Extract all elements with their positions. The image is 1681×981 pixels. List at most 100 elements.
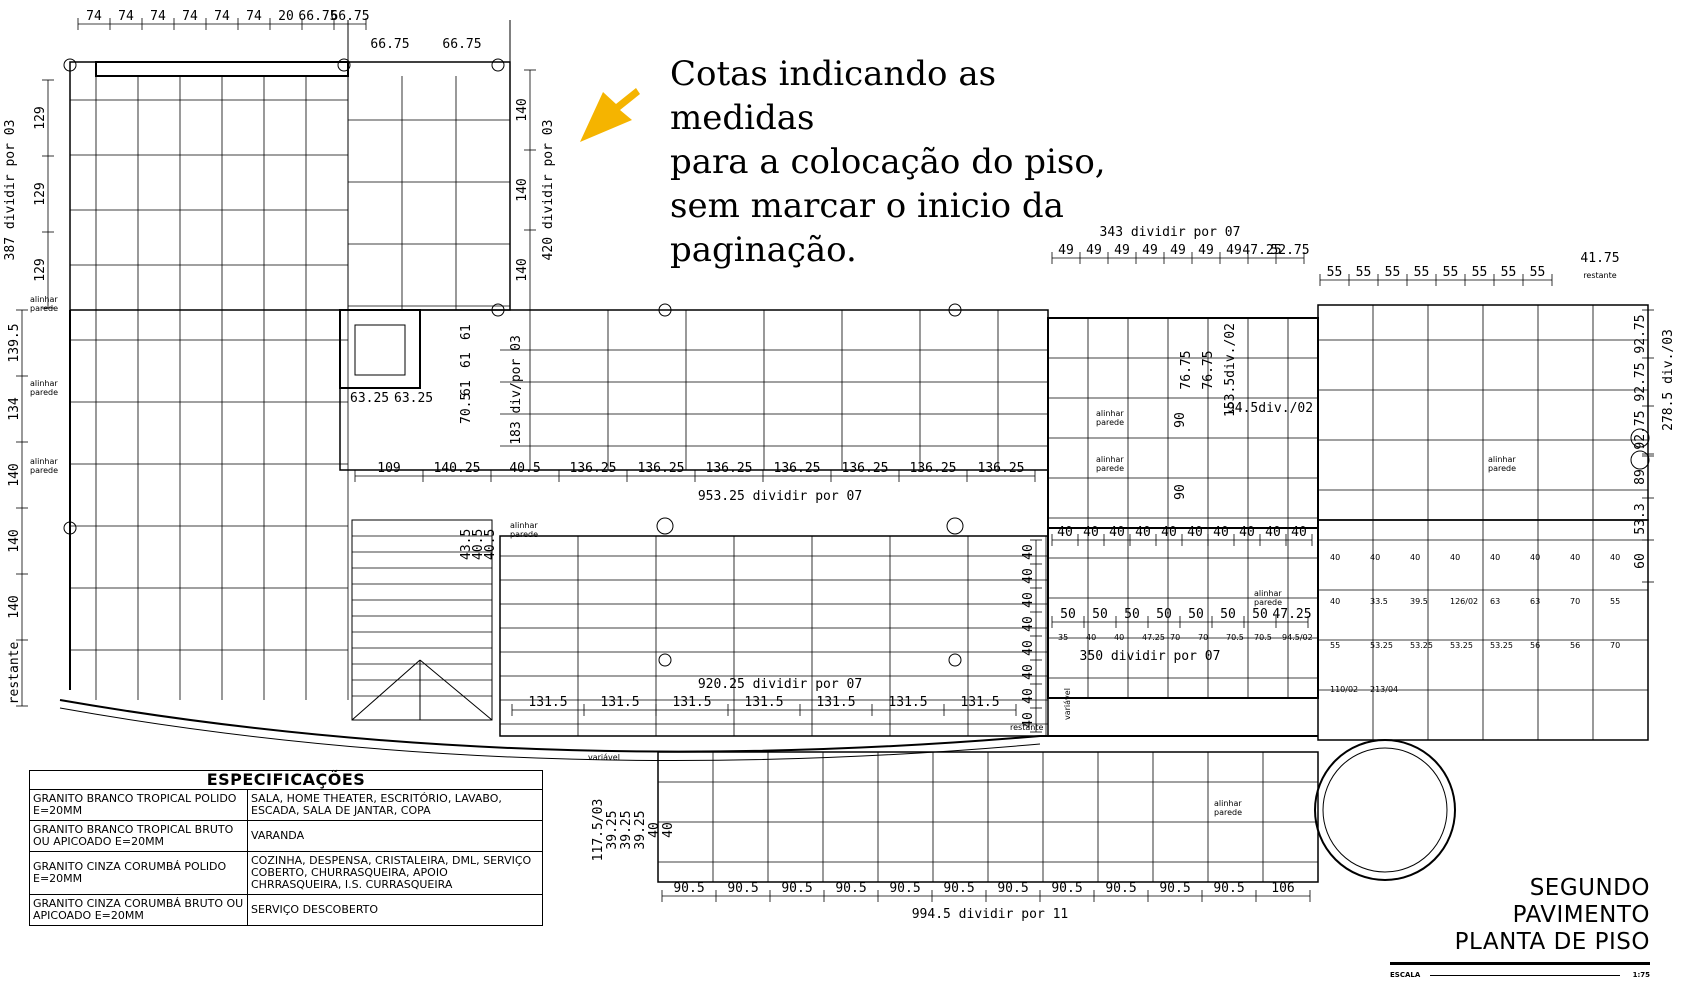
kitchen-top-dimension: 52.75 [1270,243,1309,258]
veranda-col-dimension: 40 [1021,664,1036,680]
veranda-col-dimension: 40 [1021,616,1036,632]
hall-small-dimension: 183 div/por 03 [509,335,524,445]
kitchen-extra: 70 [1170,633,1180,642]
kitchen-extra: 70.5 [1226,633,1244,642]
service-dimension: 126/02 [1450,597,1478,606]
specifications-table: ESPECIFICAÇÕES GRANITO BRANCO TROPICAL P… [29,770,543,926]
annotation-line: para a colocação do piso, [670,142,1106,182]
kitchen-row50: 50 [1252,607,1268,622]
bottom-dimension: 90.5 [1105,881,1136,896]
scale-label: ESCALA [1390,971,1421,979]
table-row: GRANITO BRANCO TROPICAL POLIDO E=20mm SA… [29,789,543,821]
scale-value: 1:75 [1632,971,1650,979]
bottom-dimension: 90.5 [997,881,1028,896]
wall-note-parede: parede [1488,464,1516,473]
right-top-dimension: 55 [1443,265,1459,280]
veranda-dimension: 131.5 [744,695,783,710]
hall-small-dimension: 63.25 [350,391,389,406]
left-dimension: 139.5 [7,323,22,362]
kitchen-top-dimension: 49 [1170,243,1186,258]
left-dimension: 129 [33,182,48,205]
hall-small-dimension: 61 [459,324,474,340]
kitchen-dimension: 90 [1173,484,1188,500]
service-dimension: 55 [1610,597,1620,606]
hall-dimension: 40.5 [509,461,540,476]
service-dimension: 33.5 [1370,597,1388,606]
service-dimension: 40 [1330,597,1340,606]
hall-dimension: 136.25 [706,461,753,476]
top-dimension: 74 [182,9,198,24]
top-dimension: 20 [278,9,294,24]
drawing-subtitle: PLANTA DE PISO [1454,929,1650,955]
kitchen-row40: 40 [1187,525,1203,540]
hall-dimension: 136.25 [978,461,1025,476]
stair-dimension: 40.5 [471,529,486,560]
left-dimension-total: 387 dividir por 03 [3,120,18,261]
service-dimension: 110/02 [1330,685,1358,694]
kitchen-top-dimension: 49 [1142,243,1158,258]
service-dimension: 56 [1530,641,1540,650]
top-dimension: 66.75 [442,37,481,52]
veranda-col-dimension: 40 [1021,568,1036,584]
right-top-dimension: 55 [1501,265,1517,280]
service-dimension: 40 [1410,553,1420,562]
service-dimension: 213/04 [1370,685,1398,694]
left-dimension: 134 [7,397,22,421]
upper-right-dimension: 140 [515,178,530,201]
table-row: GRANITO BRANCO TROPICAL BRUTO OU APICOAD… [29,820,543,852]
service-dimension: 53.25 [1490,641,1513,650]
specifications-title: ESPECIFICAÇÕES [29,770,543,790]
kitchen-top-dimension: 49 [1226,243,1242,258]
service-dimension: 53.25 [1410,641,1433,650]
top-dimension: 74 [214,9,230,24]
rooms-cell: COZINHA, DESPENSA, CRISTALEIRA, DML, SER… [247,851,543,895]
bottom-dimension: 90.5 [673,881,704,896]
veranda-dimension: 131.5 [816,695,855,710]
wall-note-alinhar: alinhar [1214,799,1242,808]
kitchen-extra: 70.5 [1254,633,1272,642]
top-dimension: 74 [150,9,166,24]
material-cell: GRANITO BRANCO TROPICAL BRUTO OU APICOAD… [29,820,248,852]
kitchen-row50: 50 [1156,607,1172,622]
bottom-total: 994.5 dividir por 11 [912,907,1069,922]
wall-note-alinhar: alinhar [1096,409,1124,418]
bottom-dimension: 90.5 [1159,881,1190,896]
service-dimension: 63 [1490,597,1500,606]
kitchen-row50: 50 [1220,607,1236,622]
kitchen-extra: 47.25 [1142,633,1165,642]
kitchen-extra: 40 [1114,633,1124,642]
upper-right-dimension: 140 [515,98,530,121]
rooms-cell: SERVIÇO DESCOBERTO [247,894,543,926]
hall-dimension: 136.25 [910,461,957,476]
top-dimension: 66.75 [370,37,409,52]
veranda-restante: restante [1010,723,1043,732]
wall-note-parede: parede [1096,464,1124,473]
material-cell: GRANITO CINZA CORUMBÁ BRUTO OU APICOADO … [29,894,248,926]
kitchen-row50: 50 [1060,607,1076,622]
bottom-left-dimension: 40 [647,822,662,838]
kitchen-row40: 40 [1057,525,1073,540]
kitchen-row40: 40 [1135,525,1151,540]
hall-dimension: 136.25 [570,461,617,476]
right-top-dimension: 55 [1414,265,1430,280]
wall-note-alinhar: alinhar [30,295,58,304]
veranda-col-dimension: 40 [1021,688,1036,704]
right-top-dimension: 55 [1472,265,1488,280]
wall-note-parede: parede [1214,808,1242,817]
material-cell: GRANITO BRANCO TROPICAL POLIDO E=20mm [29,789,248,821]
kitchen-dimension: 153.5div./02 [1223,323,1238,417]
kitchen-row50: 47.25 [1272,607,1311,622]
kitchen-note: 94.5div./02 [1227,401,1313,416]
veranda-variavel: variável [1063,688,1072,720]
kitchen-extra: 70 [1198,633,1208,642]
kitchen-row50: 50 [1188,607,1204,622]
wall-note-alinhar: alinhar [1254,589,1282,598]
right-side-dimension: 92.75 [1633,410,1648,449]
drawing-title-block: SEGUNDO PAVIMENTO PLANTA DE PISO ESCALA … [1390,875,1650,981]
bottom-left-dimension: 39.25 [605,810,620,849]
hall-small-dimension: 70.5 [459,393,474,424]
bottom-dimension: 90.5 [889,881,920,896]
kitchen-row40: 40 [1239,525,1255,540]
right-top-dimension: 55 [1385,265,1401,280]
wall-note-parede: parede [30,466,58,475]
